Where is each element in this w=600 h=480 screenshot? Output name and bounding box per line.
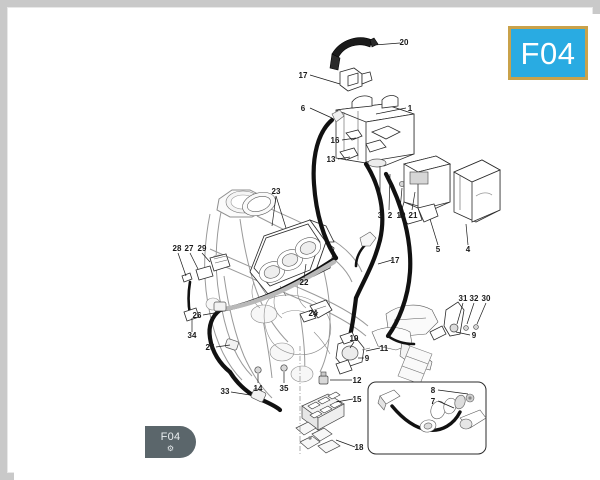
callout-label-9: 9 [365, 354, 370, 363]
callout-label-30: 30 [482, 294, 491, 303]
callout-label-29: 29 [198, 244, 207, 253]
cover-part-3 [371, 125, 401, 140]
callout-label-32: 32 [470, 294, 479, 303]
callout-label-20: 20 [400, 38, 409, 47]
callout-leaders [177, 42, 487, 448]
fuse-relay-parts [339, 129, 387, 168]
callout-label-31: 31 [459, 294, 468, 303]
callout-label-11: 11 [380, 344, 389, 353]
callout-label-19: 19 [397, 211, 406, 220]
callout-label-21: 21 [409, 211, 418, 220]
callout-label-1: 1 [408, 104, 413, 113]
valve-assembly-10-11 [335, 331, 371, 375]
parts-diagram-artwork: 20 1 17 6 16 13 3 2 19 21 5 4 17 23 22 2… [173, 37, 501, 455]
callout-label-3: 3 [378, 211, 383, 220]
section-tag-f04[interactable]: F04 ⚙ [145, 426, 196, 458]
sensor-34 [183, 280, 200, 322]
callout-label-7: 7 [431, 397, 436, 406]
callout-label-18: 18 [355, 443, 364, 452]
left-small-parts [181, 253, 231, 283]
callout-label-5: 5 [436, 245, 441, 254]
callout-label-33: 33 [221, 387, 230, 396]
right-bracket-parts [429, 301, 479, 341]
airbox-duct [242, 191, 276, 217]
callout-label-34: 34 [188, 331, 197, 340]
relay-block-upper [339, 67, 373, 92]
callout-label-17: 17 [299, 71, 308, 80]
section-badge-f04: F04 [508, 26, 588, 80]
callout-label-27: 27 [185, 244, 194, 253]
callout-label-23: 23 [272, 187, 281, 196]
callout-label-28: 28 [173, 244, 182, 253]
callout-label-13: 13 [327, 155, 336, 164]
callout-label-16: 16 [331, 136, 340, 145]
callout-label-17b: 17 [391, 256, 400, 265]
callout-label-35: 35 [280, 384, 289, 393]
hose-grey [219, 259, 337, 312]
inset-detail-box [367, 381, 487, 455]
callout-label-4: 4 [466, 245, 471, 254]
callout-label-9b: 9 [472, 331, 477, 340]
harness-connectors [213, 109, 377, 403]
gear-icon: ⚙ [166, 443, 175, 453]
callout-label-12: 12 [353, 376, 362, 385]
callout-label-22: 22 [300, 278, 309, 287]
radiator-fins [397, 345, 433, 385]
ecu-unit-4 [453, 159, 501, 223]
section-badge-label: F04 [520, 35, 576, 71]
connector-bank-15 [301, 391, 345, 431]
bolt-12 [318, 371, 329, 385]
battery-strap [329, 37, 379, 71]
callout-label-15: 15 [353, 395, 362, 404]
section-tag-label: F04 [160, 430, 181, 443]
callout-label-6: 6 [301, 104, 306, 113]
callout-label-26: 26 [193, 311, 202, 320]
callout-label-24: 24 [309, 309, 318, 318]
callout-label-2: 2 [388, 211, 393, 220]
bracket-24 [299, 299, 333, 323]
callout-label-14: 14 [254, 384, 263, 393]
callout-label-25: 25 [206, 343, 215, 352]
bolts-14-35 [254, 364, 288, 374]
callout-labels: 20 1 17 6 16 13 3 2 19 21 5 4 17 23 22 2… [173, 38, 491, 452]
callout-label-8: 8 [431, 386, 436, 395]
callout-label-10: 10 [350, 334, 359, 343]
ecu-unit-5 [399, 155, 452, 225]
connectors-18 [295, 421, 341, 454]
battery-assembly [335, 95, 415, 167]
diagram-canvas: 20 1 17 6 16 13 3 2 19 21 5 4 17 23 22 2… [14, 14, 600, 480]
